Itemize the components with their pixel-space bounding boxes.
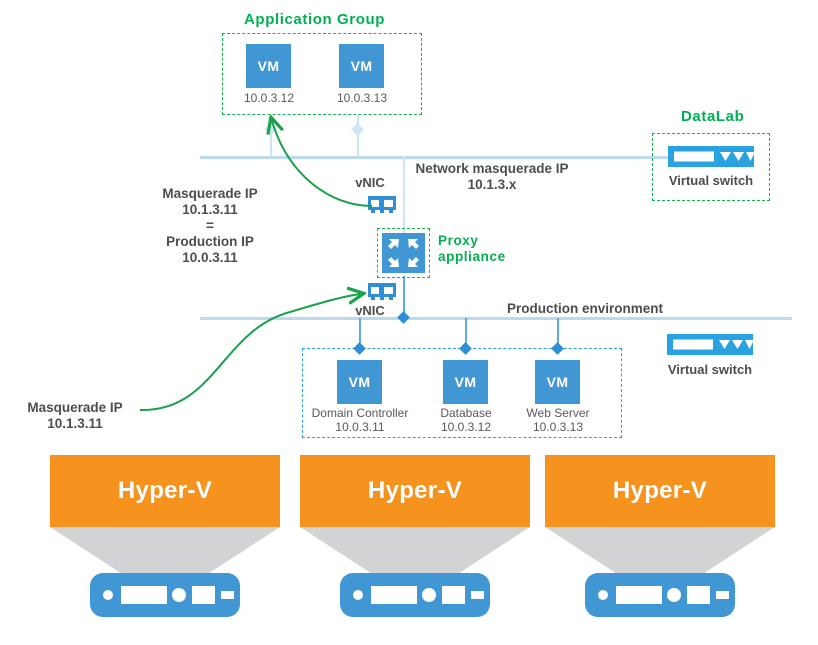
- datalab-box: [652, 133, 770, 201]
- application-group-box: [222, 33, 422, 115]
- hyperv-host-3[interactable]: Hyper-V: [545, 455, 775, 527]
- network-masquerade-ip-label: Network masquerade IP 10.1.3.x: [406, 161, 578, 193]
- datalab-title: DataLab: [681, 108, 745, 125]
- server-icon-2[interactable]: [340, 573, 490, 617]
- production-network-line: [200, 317, 792, 320]
- masquerade-mapping-block: Masquerade IP 10.1.3.11 = Production IP …: [120, 186, 300, 266]
- production-vm-1-name: Domain Controller: [311, 406, 409, 420]
- production-vm-2-ip: 10.0.3.12: [440, 420, 492, 434]
- production-environment-label: Production environment: [506, 301, 663, 316]
- app-group-vm-1[interactable]: VM: [246, 44, 291, 88]
- masquerade-bottom-line1: Masquerade IP: [27, 400, 123, 415]
- proxy-trunk-upper: [403, 156, 405, 238]
- production-vm-2[interactable]: VM: [443, 360, 488, 404]
- production-vm-2-name: Database: [440, 406, 492, 420]
- proxy-appliance-title-line2: appliance: [438, 249, 506, 264]
- hyperv-host-2[interactable]: Hyper-V: [300, 455, 530, 527]
- appgroup-uplink-right-marker: [351, 123, 364, 136]
- server-icon-3[interactable]: [585, 573, 735, 617]
- virtual-switch-bottom-icon[interactable]: [667, 334, 754, 355]
- masquerade-mapping-line2: 10.1.3.11: [182, 202, 238, 217]
- vnic-bottom-icon[interactable]: [366, 283, 398, 305]
- production-vm-3-name: Web Server: [526, 406, 590, 420]
- production-vm-3-ip: 10.0.3.13: [532, 420, 584, 434]
- production-vm-1[interactable]: VM: [337, 360, 382, 404]
- app-group-vm-2[interactable]: VM: [339, 44, 384, 88]
- masquerade-mapping-line4: Production IP: [166, 234, 254, 249]
- vnic-top-icon[interactable]: [366, 196, 398, 218]
- masquerade-bottom-line2: 10.1.3.11: [47, 416, 103, 431]
- production-vm-2-uplink: [465, 318, 467, 349]
- masquerade-mapping-line1: Masquerade IP: [162, 186, 258, 201]
- virtual-switch-bottom-label: Virtual switch: [667, 362, 753, 377]
- virtual-switch-top-icon[interactable]: [668, 146, 755, 167]
- host-funnel-1: [50, 527, 280, 579]
- proxy-trunk-lower: [403, 276, 405, 321]
- masquerade-mapping-equals: =: [206, 218, 214, 233]
- production-vm-3[interactable]: VM: [535, 360, 580, 404]
- production-vm-1-ip: 10.0.3.11: [335, 420, 385, 434]
- proxy-appliance-box: [377, 228, 430, 278]
- appgroup-uplink-left: [270, 115, 272, 157]
- host-funnel-3: [545, 527, 775, 579]
- proxy-appliance-title: Proxy appliance: [438, 233, 506, 265]
- app-group-vm-1-ip: 10.0.3.12: [243, 91, 295, 105]
- production-vm-3-uplink: [557, 318, 559, 349]
- network-masquerade-ip-line2: 10.1.3.x: [467, 177, 517, 192]
- masquerade-bottom-block: Masquerade IP 10.1.3.11: [10, 400, 140, 432]
- vnic-top-label: vNIC: [355, 175, 385, 190]
- application-group-title: Application Group: [244, 11, 386, 28]
- hyperv-host-1[interactable]: Hyper-V: [50, 455, 280, 527]
- datalab-network-line: [200, 156, 680, 159]
- server-icon-1[interactable]: [90, 573, 240, 617]
- masquerade-mapping-line5: 10.0.3.11: [182, 250, 238, 265]
- vnic-bottom-label: vNIC: [355, 303, 385, 318]
- app-group-vm-2-ip: 10.0.3.13: [336, 91, 388, 105]
- host-funnel-2: [300, 527, 530, 579]
- appgroup-uplink-left-marker: [264, 123, 277, 136]
- virtual-switch-top-label: Virtual switch: [668, 173, 754, 188]
- proxy-appliance-title-line1: Proxy: [438, 233, 479, 248]
- proxy-appliance-icon[interactable]: [382, 233, 425, 273]
- network-masquerade-ip-line1: Network masquerade IP: [415, 161, 569, 176]
